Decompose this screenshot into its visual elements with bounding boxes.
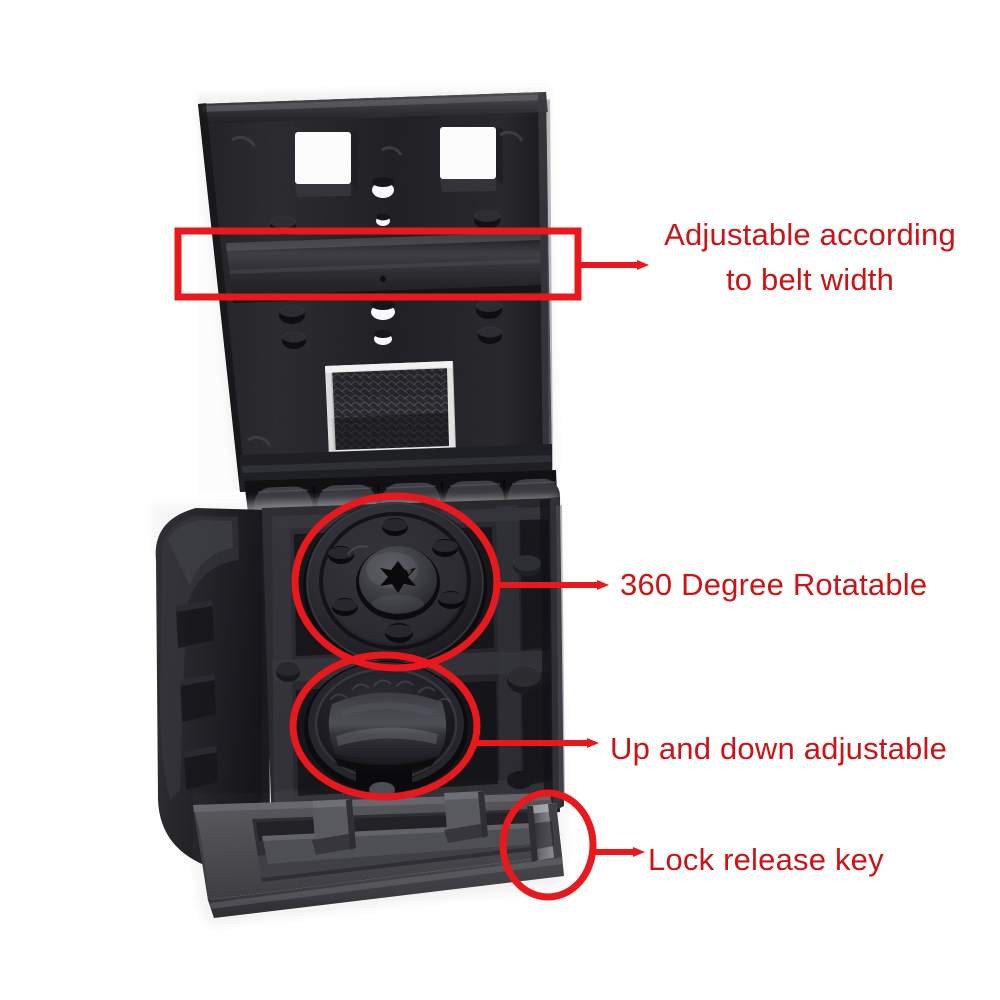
marker-ellipse-updown — [289, 651, 481, 801]
marker-rectangle-belt-width — [174, 227, 582, 301]
disc-screw-socket — [380, 561, 416, 593]
disc-detent-holes — [328, 518, 464, 643]
marker-ellipse-lock — [499, 789, 597, 901]
annotation-belt-width-line2: to belt width — [725, 261, 895, 297]
base-rail-plate — [193, 791, 566, 926]
rotation-disc[interactable] — [303, 502, 487, 670]
annotation-label-rotation: 360 Degree Rotatable — [620, 567, 928, 602]
annotation-belt-width-line1: Adjustable according — [664, 217, 956, 252]
annotation-label-updown: Up and down adjustable — [610, 731, 948, 766]
annotation-label-lock: Lock release key — [648, 842, 884, 877]
belt-clip-plate — [196, 88, 556, 492]
marker-ellipse-rotation — [291, 492, 501, 672]
annotation-label-belt-width: Adjustable according to belt width — [645, 213, 975, 303]
height-adjust-socket[interactable] — [304, 661, 468, 802]
socket-scallops — [329, 679, 452, 705]
